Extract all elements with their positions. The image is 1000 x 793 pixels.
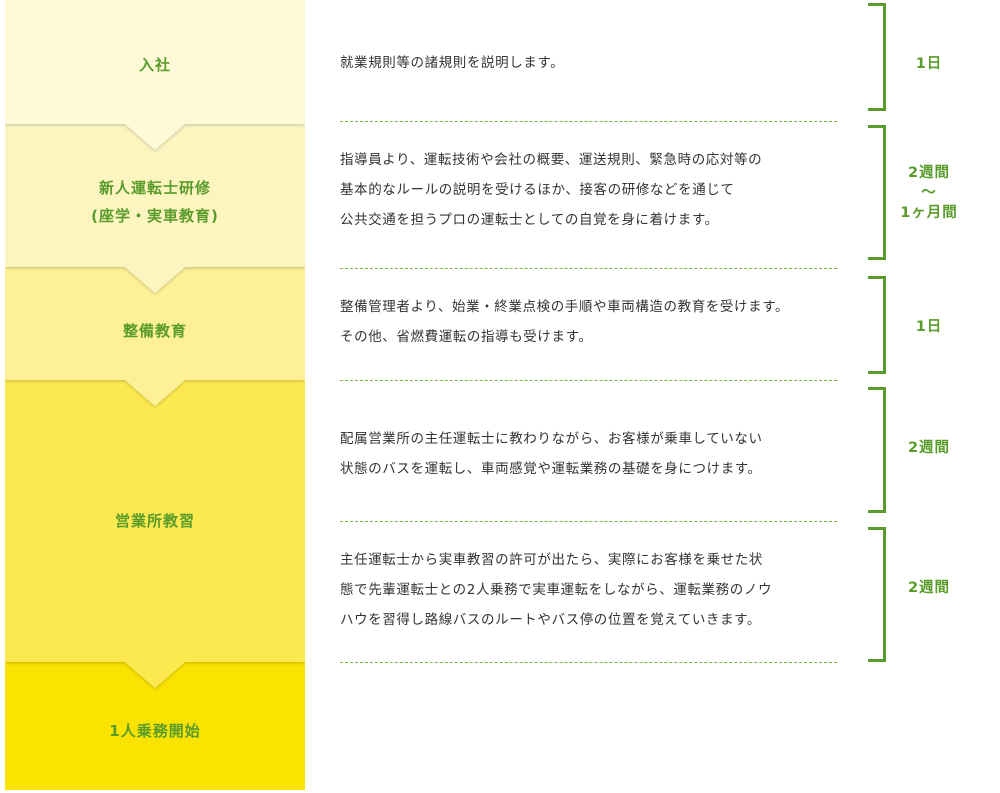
step-divider-2	[340, 380, 837, 381]
stage-label-maintenance-education: 整備教育	[122, 322, 187, 340]
step-divider-4	[340, 662, 837, 663]
step-description-2: 整備管理者より、始業・終業点検の手順や車両構造の教育を受けます。 その他、省燃費…	[340, 299, 790, 345]
step-duration-4: 2週間	[907, 580, 951, 596]
step-duration-0: 1日	[915, 56, 943, 72]
step-duration-1: 2週間 〜 1ヶ月間	[900, 165, 958, 221]
step-divider-0	[340, 121, 837, 122]
step-description-0: 就業規則等の諸規則を説明します。	[340, 55, 565, 71]
step-bracket-1	[868, 125, 886, 260]
step-description-4: 主任運転士から実車教習の許可が出たら、実際にお客様を乗せた状 態で先輩運転士との…	[340, 552, 773, 628]
step-bracket-2	[868, 276, 886, 374]
stage-label-solo-service-start: 1人乗務開始	[109, 722, 201, 740]
stage-label-office-training: 営業所教習	[114, 512, 195, 530]
stage-block-new-driver-training	[5, 124, 305, 293]
step-bracket-3	[868, 387, 886, 513]
step-bracket-0	[868, 3, 886, 111]
stage-block-maintenance-education	[5, 267, 305, 406]
stage-block-nyusha	[5, 0, 305, 150]
step-description-3: 配属営業所の主任運転士に教わりながら、お客様が乗車していない 状態のバスを運転し…	[340, 431, 763, 477]
step-divider-3	[340, 521, 837, 522]
stage-block-solo-service-start	[5, 662, 305, 790]
stage-block-office-training	[5, 380, 305, 688]
step-duration-2: 1日	[915, 319, 943, 335]
step-bracket-4	[868, 527, 886, 662]
step-duration-3: 2週間	[907, 440, 951, 456]
stage-label-new-driver-training: 新人運転士研修 (座学・実車教育)	[91, 179, 219, 225]
stage-label-nyusha: 入社	[138, 56, 171, 74]
step-description-1: 指導員より、運転技術や会社の概要、運送規則、緊急時の応対等の 基本的なルールの説…	[340, 152, 763, 228]
step-divider-1	[340, 268, 837, 269]
flow-column	[5, 0, 305, 790]
